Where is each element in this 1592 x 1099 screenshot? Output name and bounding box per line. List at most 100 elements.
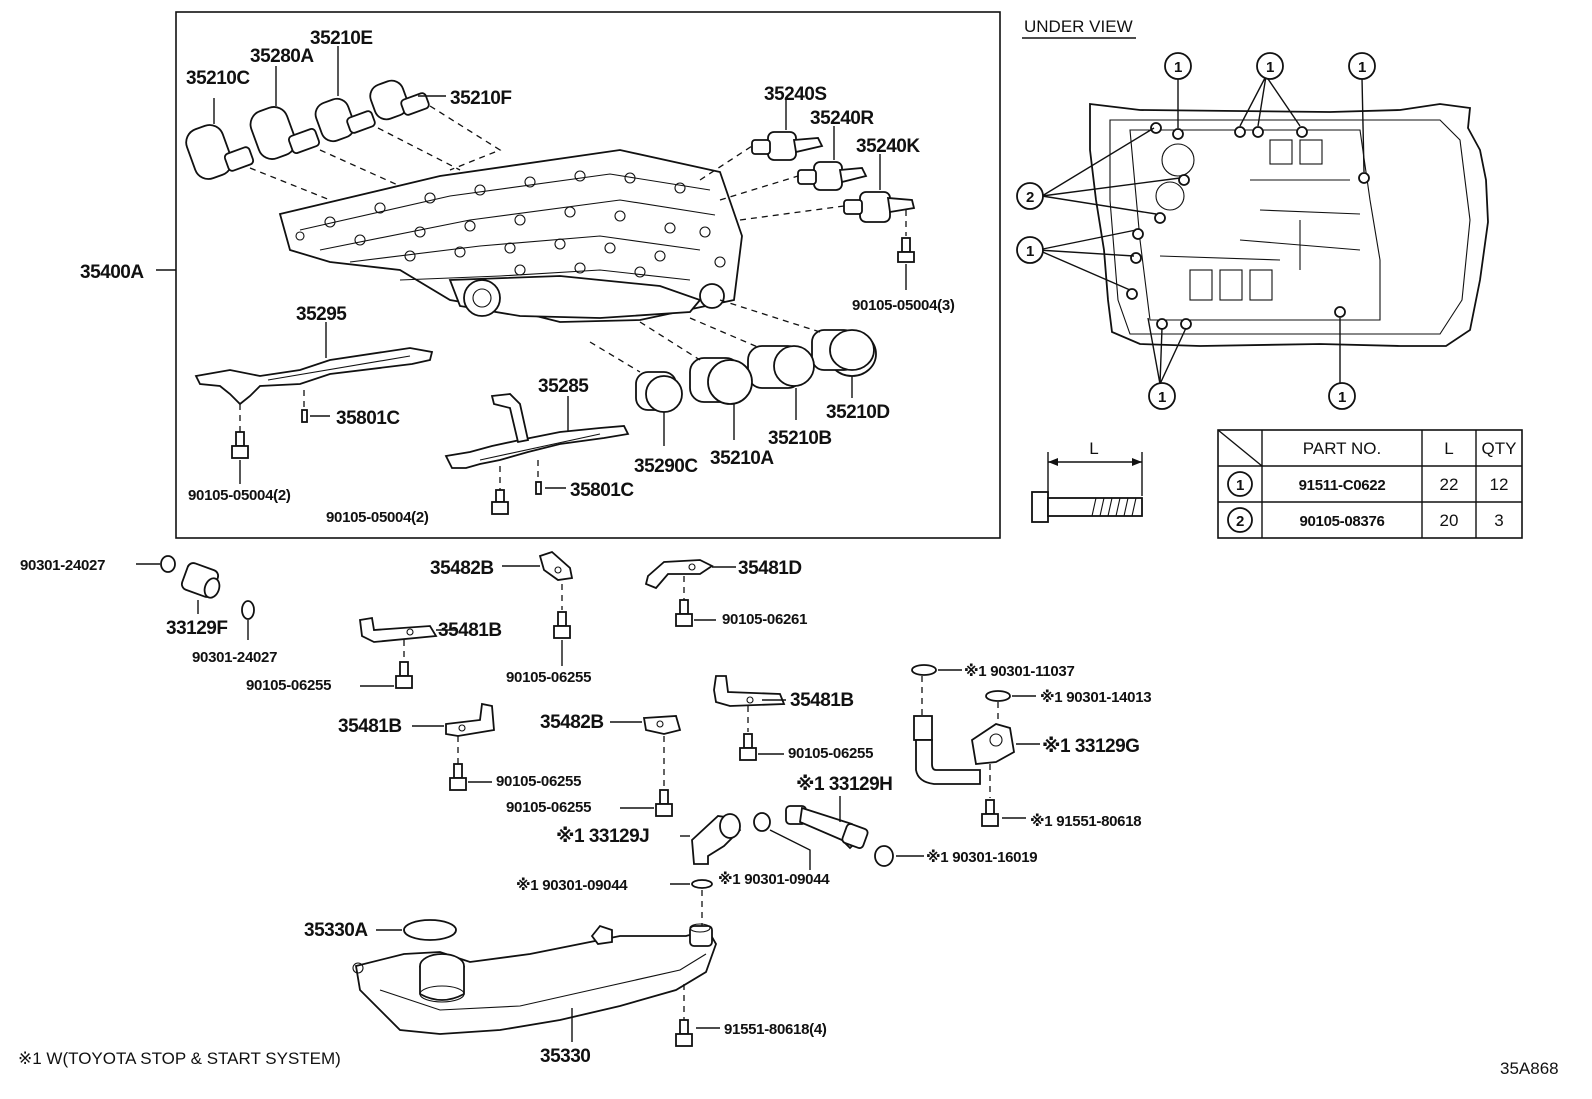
label-33129G: ※1 33129G [1042,736,1139,757]
solenoid-35210D-illustration [811,329,877,377]
callout-marker-1-c: 1 [1348,52,1376,80]
svg-text:1: 1 [1266,59,1274,76]
label-90105-06255-c: 90105-06255 [496,773,581,790]
label-90105-05004-2a: 90105-05004(2) [188,487,291,504]
label-90301-24027-b: 90301-24027 [192,649,277,666]
footnote: ※1 W(TOYOTA STOP & START SYSTEM) [18,1049,341,1068]
under-view-title: UNDER VIEW [1024,17,1133,36]
svg-text:1: 1 [1158,389,1166,406]
solenoid-35240K-illustration [843,191,916,223]
label-90105-06255-e: 90105-06255 [788,745,873,762]
label-35210B: 35210B [768,428,832,449]
callout-marker-1-d: 1 [1016,236,1044,264]
label-35482B-a: 35482B [430,558,494,579]
label-33129H: ※1 33129H [796,774,892,795]
callout-marker-2: 2 [1016,182,1044,210]
valve-body-assembly-frame [175,11,1001,539]
table-header-part-no: PART NO. [1303,439,1381,458]
label-35210C: 35210C [186,68,250,89]
table-row-2-part-no: 90105-08376 [1299,513,1384,530]
label-35481B-b: 35481B [338,716,402,737]
solenoid-35210F-illustration [369,79,430,121]
bolt-90105-05004-2b-illustration [491,489,509,515]
label-35801C-b: 35801C [570,480,634,501]
label-33129F: 33129F [166,618,227,639]
bracket-35482B-b-illustration [642,715,682,735]
bolt-90105-05004-3-illustration [897,237,915,263]
label-35240S: 35240S [764,84,827,105]
label-35240R: 35240R [810,108,874,129]
table-row-1-l: 22 [1440,475,1459,494]
solenoid-35210A-illustration [689,357,753,405]
label-35481D: 35481D [738,558,802,579]
bolt-90105-06255-d-illustration [655,789,673,817]
bracket-35481D-illustration [644,559,714,590]
bracket-35481B-a-illustration [358,616,438,643]
o-ring-90301-09044-a-illustration [691,879,713,889]
label-35210D: 35210D [826,402,890,423]
callout-marker-1-e: 1 [1148,382,1176,410]
label-90301-11037: ※1 90301-11037 [964,662,1074,680]
gasket-35330A-illustration [403,919,457,941]
table-header-qty: QTY [1482,439,1517,458]
pin-35801C-b-illustration [535,481,542,495]
bolt-90105-06261-illustration [675,599,693,627]
callout-marker-1-a: 1 [1164,52,1192,80]
table-row-2-l: 20 [1440,511,1459,530]
sleeve-33129F-illustration [180,562,221,599]
bolt-90105-06255-c-illustration [449,763,467,791]
bolt-91551-80618-illustration [981,799,999,827]
label-35210A: 35210A [710,448,774,469]
label-35290C: 35290C [634,456,698,477]
table-header-l: L [1444,439,1453,458]
label-90105-05004-3: 90105-05004(3) [852,297,955,314]
label-91551-80618-4: 91551-80618(4) [724,1021,827,1038]
label-90105-06255-d: 90105-06255 [506,799,591,816]
solenoid-35210E-illustration [314,97,376,143]
valve-body-illustration [278,149,743,323]
label-90105-06261: 90105-06261 [722,611,807,628]
o-ring-90301-16019-illustration [874,845,894,867]
solenoid-35240R-illustration [797,161,868,191]
bolt-90105-06255-e-illustration [739,733,757,761]
label-91551-80618: ※1 91551-80618 [1030,812,1141,830]
pipe-33129H-illustration [785,805,869,850]
label-35330A: 35330A [304,920,368,941]
svg-text:1: 1 [1026,243,1034,260]
bracket-35481B-c-illustration [713,675,786,707]
solenoid-35240S-illustration [751,131,824,161]
table-row-1-part-no: 91511-C0622 [1299,477,1386,494]
label-90301-24027-a: 90301-24027 [20,557,105,574]
svg-text:2: 2 [1026,189,1034,206]
gasket-plate-35295-illustration [194,347,434,406]
table-row-1-qty: 12 [1490,475,1509,494]
solenoid-35280A-illustration [249,106,321,160]
label-90301-09044-b: ※1 90301-09044 [718,870,830,888]
label-35481B-c: 35481B [790,690,854,711]
pin-35801C-a-illustration [301,409,308,423]
label-90105-06255-b: 90105-06255 [506,669,591,686]
drawing-code: 35A868 [1500,1059,1559,1078]
gasket-plate-35285-illustration [444,393,630,469]
bolt-dimension-illustration [1031,452,1143,523]
label-35285: 35285 [538,376,589,397]
bolt-90105-05004-2a-illustration [231,431,249,459]
oil-strainer-35330-illustration [352,923,717,1035]
label-35280A: 35280A [250,46,314,67]
label-35801C-a: 35801C [336,408,400,429]
label-35240K: 35240K [856,136,920,157]
o-ring-90301-24027-a-illustration [160,555,176,573]
label-35482B-b: 35482B [540,712,604,733]
svg-text:1: 1 [1338,389,1346,406]
label-90105-06255-a: 90105-06255 [246,677,331,694]
label-35330: 35330 [540,1046,590,1067]
solenoid-35210B-illustration [747,345,815,389]
label-35481B-a: 35481B [438,620,502,641]
o-ring-90301-14013-illustration [985,690,1011,702]
table-row-2-qty: 3 [1494,511,1503,530]
label-35210E: 35210E [310,28,373,49]
label-90301-16019: ※1 90301-16019 [926,848,1037,866]
svg-text:1: 1 [1358,59,1366,76]
o-ring-90301-11037-illustration [911,664,937,676]
